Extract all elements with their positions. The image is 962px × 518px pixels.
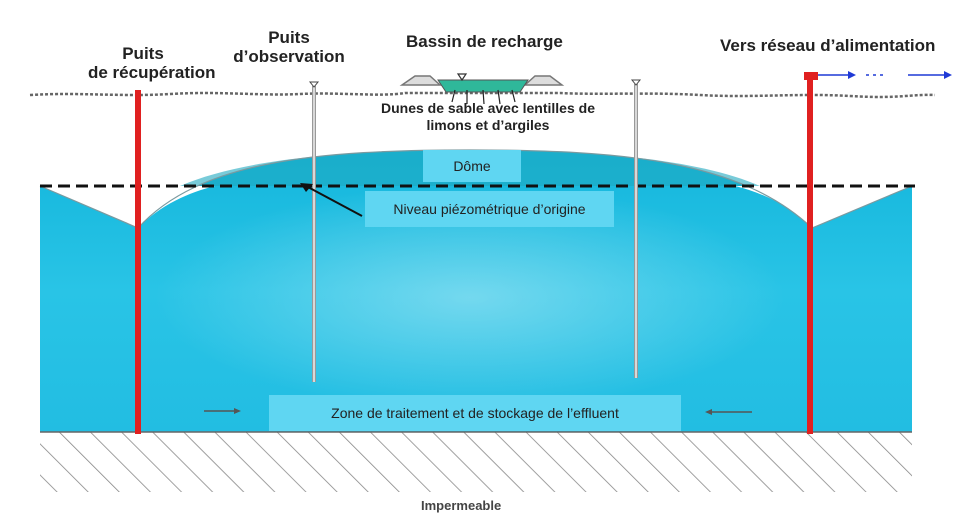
recovery-well-right xyxy=(804,71,952,434)
supply-network-label: Vers réseau d’alimentation xyxy=(720,36,936,55)
pointer-arrow xyxy=(305,185,363,217)
dome-label: Dôme xyxy=(423,150,521,182)
dunes-label: Dunes de sable avec lentilles de limons … xyxy=(381,100,595,133)
basin-berms xyxy=(399,75,565,86)
basin-water xyxy=(437,79,529,93)
flow-arrow-icon xyxy=(944,71,952,79)
water-level-marker-icon xyxy=(456,73,468,82)
cone-left xyxy=(40,186,215,228)
impermeable-layer xyxy=(40,432,912,492)
observation-well-left xyxy=(308,81,320,382)
infiltration-arrows xyxy=(451,89,516,105)
recovery-well-label: Puits de récupération xyxy=(88,44,216,82)
impermeable-label: Impermeable xyxy=(421,498,502,513)
piezometric-level-label: Niveau piézométrique d’origine xyxy=(365,191,614,227)
observation-well-label: Puits d’observation xyxy=(233,28,345,66)
recharge-basin-label: Bassin de recharge xyxy=(406,32,563,51)
treatment-zone-label: Zone de traitement et de stockage de l’e… xyxy=(269,395,681,431)
observation-well-right xyxy=(630,79,642,378)
ground-surface xyxy=(29,91,936,99)
cone-right xyxy=(735,186,912,228)
